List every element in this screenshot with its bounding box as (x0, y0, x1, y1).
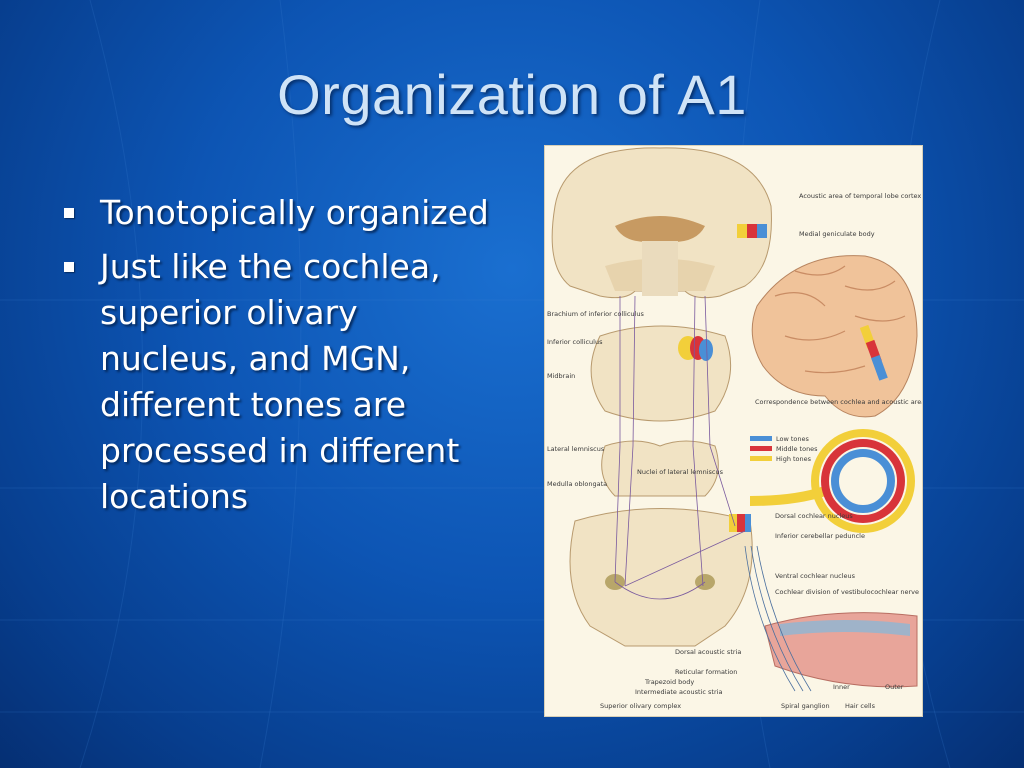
label-inner: Inner (833, 683, 850, 691)
label-dorsal-cochlear: Dorsal cochlear nucleus (775, 512, 853, 520)
label-auditory-area: Acoustic area of temporal lobe cortex (799, 192, 921, 200)
label-hair-cells: Hair cells (845, 702, 876, 710)
label-cochlear-division: Cochlear division of vestibulocochlear n… (775, 588, 919, 596)
middle-tones-swatch (750, 446, 772, 451)
organ-of-corti-drawing (744, 545, 918, 692)
figure-labels: Acoustic area of temporal lobe cortex Me… (547, 192, 922, 710)
label-inferior-colliculus: Inferior colliculus (547, 338, 603, 346)
cochlea-spiral-drawing (749, 429, 915, 533)
legend-low-label: Low tones (776, 435, 810, 443)
label-midbrain: Midbrain (547, 372, 575, 380)
label-brachium: Brachium of inferior colliculus (547, 310, 644, 318)
label-correspondence: Correspondence between cochlea and acous… (755, 398, 922, 406)
label-ventral-cochlear: Ventral cochlear nucleus (775, 572, 856, 580)
bullet-list: Tonotopically organized Just like the co… (62, 190, 502, 528)
label-lateral-lemniscus: Lateral lemniscus (547, 445, 605, 453)
label-medulla: Medulla oblongata (547, 480, 607, 488)
lateral-brain-drawing (751, 255, 918, 418)
high-tones-swatch (750, 456, 772, 461)
label-medial-geniculate: Medial geniculate body (799, 230, 875, 238)
bullet-item: Just like the cochlea, superior olivary … (62, 244, 502, 520)
bullet-text: Tonotopically organized (100, 193, 489, 232)
label-spiral-ganglion: Spiral ganglion (781, 702, 830, 710)
label-superior-olivary: Superior olivary complex (600, 702, 681, 710)
label-reticular-formation: Reticular formation (675, 668, 737, 676)
label-inferior-cerebellar: Inferior cerebellar peduncle (775, 532, 865, 540)
square-bullet-icon (64, 208, 74, 218)
bullet-item: Tonotopically organized (62, 190, 502, 236)
pathway-lines (614, 295, 746, 600)
low-tones-swatch (750, 436, 772, 441)
legend-middle-label: Middle tones (776, 445, 818, 453)
label-trapezoid-body: Trapezoid body (644, 678, 694, 686)
bullet-text: Just like the cochlea, superior olivary … (100, 247, 460, 516)
label-intermediate-stria: Intermediate acoustic stria (635, 688, 722, 696)
label-nuclei-lateral-lemniscus: Nuclei of lateral lemniscus (637, 468, 724, 476)
square-bullet-icon (64, 262, 74, 272)
slide-title: Organization of A1 (277, 63, 747, 126)
label-outer: Outer (885, 683, 904, 691)
auditory-pathway-illustration: Low tones Middle tones High tones Acoust… (547, 147, 922, 710)
auditory-pathway-figure: Low tones Middle tones High tones Acoust… (545, 146, 922, 716)
legend-high-label: High tones (776, 455, 812, 463)
midbrain-section-drawing (590, 325, 732, 422)
tone-legend: Low tones Middle tones High tones (750, 435, 818, 463)
tonotopic-stripe-cortex (737, 224, 767, 238)
brain-section-drawing (551, 147, 772, 299)
label-dorsal-acoustic-stria: Dorsal acoustic stria (675, 648, 741, 656)
